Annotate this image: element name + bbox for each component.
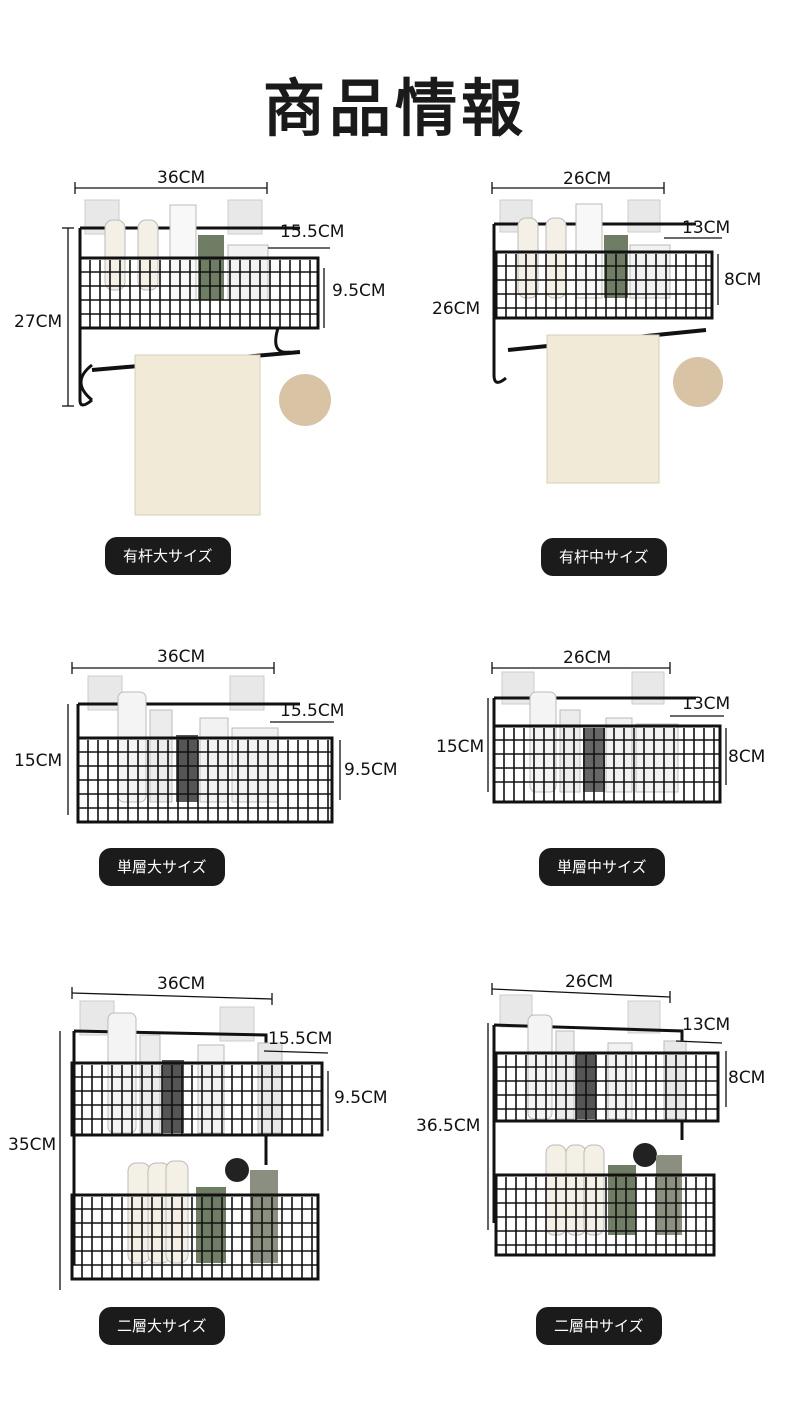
product-cell-double-medium: 26CM 36.5CM 13CM 8CM 二層中サイズ <box>400 965 790 1365</box>
basket-height-label: 8CM <box>728 1068 766 1088</box>
product-cell-towel-large: 36CM 27CM 15.5CM 9.5CM 有杆大サイズ <box>0 160 395 590</box>
basket-height-label: 8CM <box>728 747 766 767</box>
double-medium-rack-illustration <box>487 983 727 1257</box>
size-badge: 二層大サイズ <box>99 1307 225 1345</box>
upper-basket <box>70 1061 324 1137</box>
width-label: 26CM <box>563 648 612 668</box>
single-large-rack-illustration <box>67 662 341 824</box>
page-title: 商品情報 <box>262 72 527 145</box>
product-cell-single-medium: 26CM 15CM 13CM 8CM 単層中サイズ <box>400 640 790 900</box>
bath-sponge <box>279 374 331 426</box>
depth-label: 15.5CM <box>268 1029 333 1049</box>
basket <box>78 256 320 330</box>
double-large-rack-illustration <box>59 987 329 1290</box>
upper-basket <box>494 1051 720 1123</box>
width-label: 36CM <box>157 168 206 188</box>
lower-basket <box>494 1173 716 1257</box>
basket-height-label: 8CM <box>724 270 762 290</box>
size-badge: 単層大サイズ <box>99 848 225 886</box>
towel <box>134 354 261 516</box>
size-badge: 単層中サイズ <box>539 848 665 886</box>
product-cell-single-large: 36CM 15CM 15.5CM 9.5CM 単層大サイズ <box>0 640 398 900</box>
bath-sponge <box>673 357 723 407</box>
width-label: 26CM <box>565 972 614 992</box>
basket-height-label: 9.5CM <box>332 281 386 301</box>
size-badge: 有杆中サイズ <box>541 538 667 576</box>
basket <box>492 724 722 804</box>
towel <box>546 334 660 484</box>
single-medium-rack-illustration <box>487 662 727 804</box>
depth-label: 13CM <box>682 218 731 238</box>
height-label: 26CM <box>432 299 481 319</box>
size-badge: 二層中サイズ <box>536 1307 662 1345</box>
depth-label: 13CM <box>682 694 731 714</box>
width-label: 26CM <box>563 169 612 189</box>
height-label: 15CM <box>436 737 485 757</box>
basket <box>76 736 334 824</box>
depth-label: 15.5CM <box>280 222 345 242</box>
height-label: 27CM <box>14 312 63 332</box>
height-label: 36.5CM <box>416 1116 481 1136</box>
product-cell-double-large: 36CM 35CM 15.5CM 9.5CM 二層大サイズ <box>0 965 395 1365</box>
depth-label: 13CM <box>682 1015 731 1035</box>
basket <box>494 250 714 320</box>
lower-basket <box>70 1193 320 1281</box>
towel-large-rack-illustration <box>62 182 331 516</box>
product-cell-towel-medium: 26CM 26CM 13CM 8CM 有杆中サイズ <box>400 160 790 590</box>
towel-medium-rack-illustration <box>491 182 723 484</box>
depth-label: 15.5CM <box>280 701 345 721</box>
height-label: 35CM <box>8 1135 57 1155</box>
height-label: 15CM <box>14 751 63 771</box>
width-label: 36CM <box>157 647 206 667</box>
basket-height-label: 9.5CM <box>334 1088 388 1108</box>
width-label: 36CM <box>157 974 206 994</box>
size-badge: 有杆大サイズ <box>105 537 231 575</box>
basket-height-label: 9.5CM <box>344 760 398 780</box>
